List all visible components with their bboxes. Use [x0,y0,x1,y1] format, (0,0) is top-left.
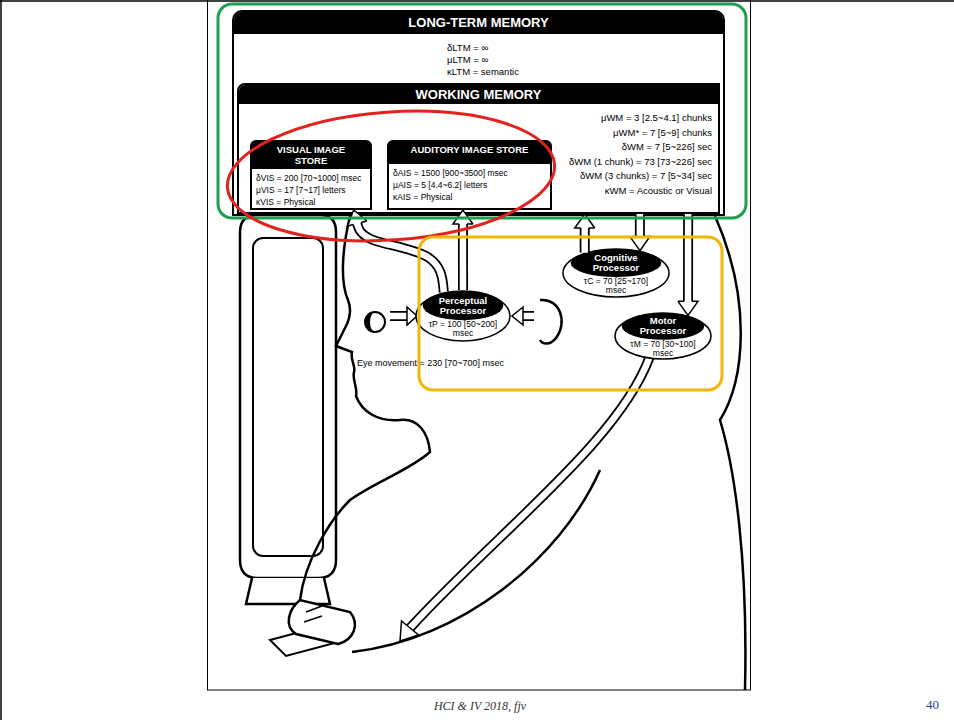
arrow-shaft [460,223,467,291]
flow-arrow [453,210,473,290]
face-outline [300,216,430,600]
flow-arrow [678,214,698,315]
memory-parameter: μLTM = ∞ [447,54,519,66]
cycle-time: τM = 70 [30~100] msec [624,340,702,358]
store-parameter: μVIS = 17 [7~17] letters [256,184,366,196]
flow-arrow [630,214,650,251]
arrow-shaft [580,227,590,253]
memory-parameter: κLTM = semantic [447,66,519,78]
arrow-shaft [637,214,644,238]
parameter-list: μWM = 3 [2.5~4.1] chunksμWM* = 7 [5~9] c… [569,111,712,198]
flow-arrow [348,210,444,292]
parameter-list: δVIS = 200 [70~1000] msecμVIS = 17 [7~17… [252,169,370,211]
memory-parameter: μWM* = 7 [5~9] chunks [569,126,712,141]
store-box: AUDITORY IMAGE STOREδAIS = 1500 [900~350… [387,140,552,210]
caption: HCI & IV 2018, fjv [380,699,580,714]
motor-arrow-head [400,621,419,641]
memory-box: LONG-TERM MEMORY δLTM = ∞μLTM = ∞κLTM = s… [232,10,725,216]
memory-parameter: δWM = 7 [5~226] sec [569,140,712,155]
processor-label-oval [423,291,504,320]
arrow-shaft [635,214,645,238]
memory-heading: WORKING MEMORY [239,85,718,104]
motor-arrow [410,356,650,628]
processor-ellipse [615,313,711,359]
flow-arrow [575,214,595,253]
monitor-base [246,578,330,604]
arrow-shaft [683,214,693,303]
processor-name: Perceptual Processor [432,296,493,316]
store-parameter: δVIS = 200 [70~1000] msec [256,172,366,184]
red-highlight [223,101,559,252]
slide-border [0,0,2,720]
monitor-body [240,215,336,578]
arrow-head [453,210,473,224]
memory-heading: LONG-TERM MEMORY [234,12,723,34]
motor-arrow [410,356,650,628]
memory-parameter: δLTM = ∞ [447,42,519,54]
parameter-list: δAIS = 1500 [900~3500] msecμAIS = 5 [4.4… [389,164,550,206]
store-box: VISUAL IMAGE STOREδVIS = 200 [70~1000] m… [250,140,372,210]
processor-label-oval [622,313,704,340]
back-outline [715,216,745,690]
processor-ellipse: Motor Processor τM = 70 [30~100] msec [614,312,712,360]
processor-ellipse [563,249,669,297]
processor-ellipse: Cognitive Processor τC = 70 [25~170] msec [562,248,670,298]
arrow-shaft [357,222,444,292]
page-number: 40 [926,697,939,713]
memory-parameter: κWM = Acoustic or Visual [569,184,712,199]
store-parameter: κAIS = Physical [393,191,546,203]
store-parameter: δAIS = 1500 [900~3500] msec [393,167,546,179]
memory-parameter: μWM = 3 [2.5~4.1] chunks [569,111,712,126]
store-heading: VISUAL IMAGE STORE [252,142,370,169]
processor-label-oval [571,249,662,277]
arrow-head [575,214,595,228]
arrow-shaft [685,214,692,303]
parameter-list: δLTM = ∞μLTM = ∞κLTM = semantic [447,42,519,78]
slide-border [0,0,954,2]
arrow-head [348,210,367,226]
hand [289,600,355,644]
eye [365,312,385,332]
processor-ellipse: Perceptual Processor τP = 100 [50~200] ms… [415,290,511,342]
cycle-time: τP = 100 [50~200] msec [425,320,502,338]
eye-arrow [390,311,409,321]
timing-note: Eye movement = 230 [70~700] msec [357,358,504,368]
processor-name: Cognitive Processor [581,253,650,273]
arrow-shaft [357,222,444,292]
monitor-screen [253,238,323,556]
green-highlight [218,4,746,218]
fingers [304,606,322,622]
store-heading: AUDITORY IMAGE STORE [389,142,550,164]
cycle-time: τC = 70 [25~170] msec [573,277,659,295]
arrow-shaft [458,223,468,291]
ear [540,300,562,344]
processor-name: Motor Processor [632,316,695,336]
arrow-head [630,237,650,251]
processor-ellipse [416,291,510,341]
figure-frame [208,0,751,690]
arrow-shaft [581,227,588,253]
memory-parameter: δWM (3 chunks) = 7 [5~34] sec [569,169,712,184]
arrow-head [678,301,698,315]
store-parameter: κVIS = Physical [256,196,366,208]
memory-parameter: δWM (1 chunk) = 73 [73~226] sec [569,155,712,170]
store-parameter: μAIS = 5 [4.4~6.2] letters [393,179,546,191]
memory-box: WORKING MEMORY μWM = 3 [2.5~4.1] chunksμW… [237,83,720,214]
pupil [365,312,375,332]
ear-arrow-head [512,307,523,325]
